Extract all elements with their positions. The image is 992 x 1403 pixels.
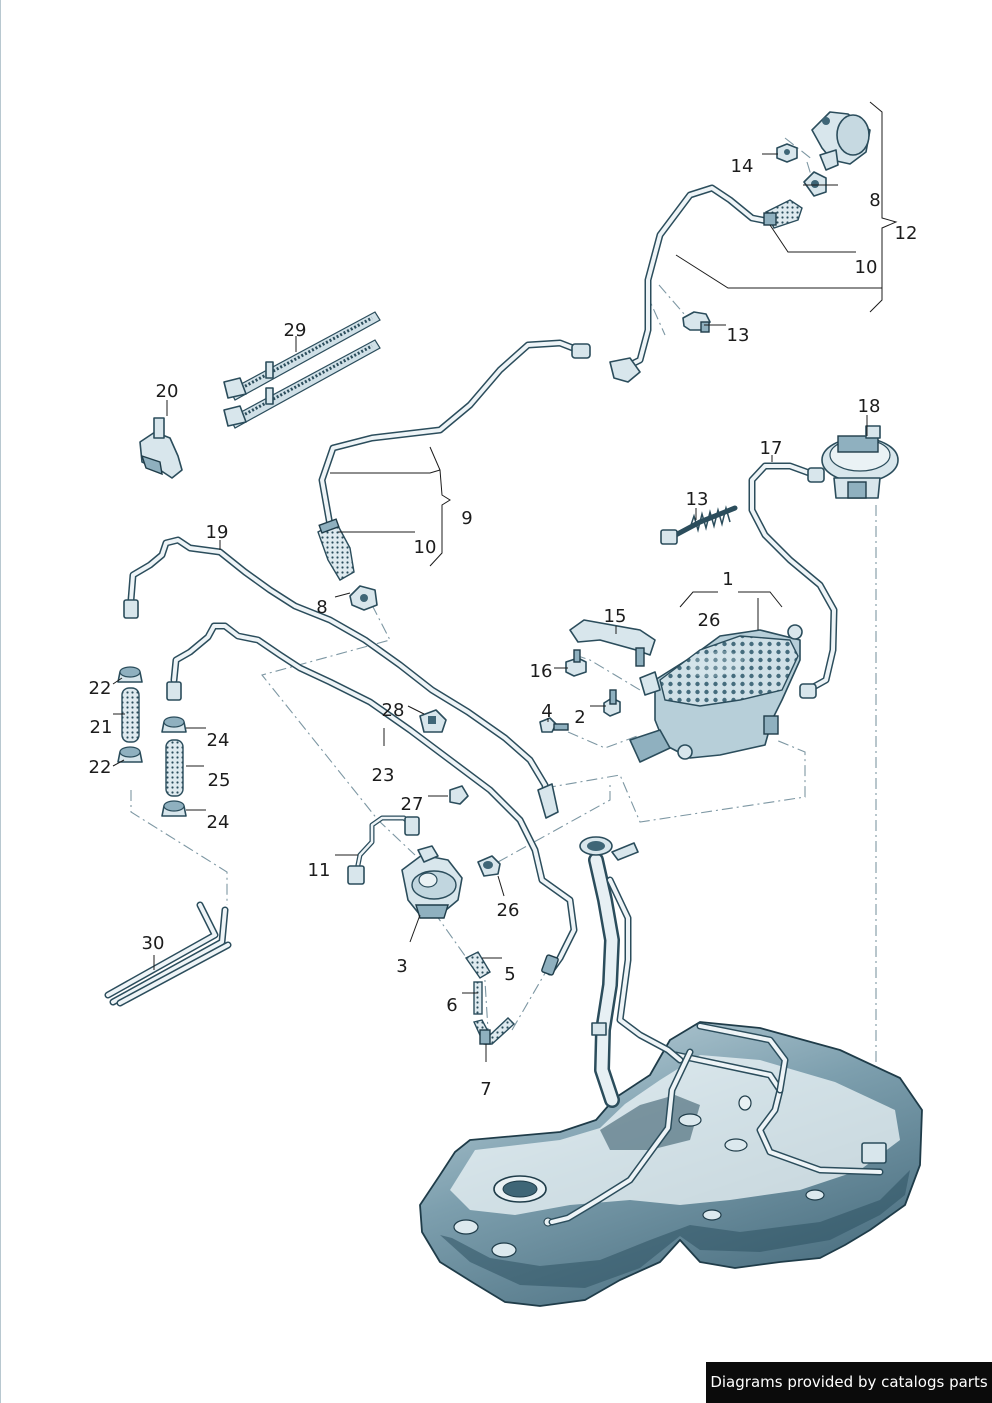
callout-17: 17 [760, 438, 783, 459]
fuel-tank [419, 1021, 923, 1307]
callout-21: 21 [90, 717, 113, 738]
callout-9: 9 [461, 508, 472, 529]
fuel-line-23 [166, 622, 578, 976]
callout-24-upper: 24 [207, 730, 230, 751]
callout-6: 6 [446, 995, 457, 1016]
clip-27 [449, 785, 469, 805]
callout-22-lower: 22 [89, 757, 112, 778]
filler-neck [579, 836, 684, 1108]
callout-26-upper: 26 [698, 610, 721, 631]
callout-7: 7 [480, 1079, 491, 1100]
fuel-line-19 [123, 536, 559, 819]
assembly-lines [130, 137, 877, 1150]
callout-3: 3 [396, 956, 407, 977]
callout-8-upper: 8 [869, 190, 880, 211]
callout-23: 23 [372, 765, 395, 786]
leader-lines [112, 101, 898, 1062]
vent-hose-upper [317, 339, 591, 611]
callout-15: 15 [604, 606, 627, 627]
callout-1: 1 [722, 569, 733, 590]
callout-11: 11 [308, 860, 331, 881]
callout-24-lower: 24 [207, 812, 230, 833]
callout-13-upper: 13 [727, 325, 750, 346]
cable-ties-29 [223, 311, 381, 429]
holder-28 [419, 709, 447, 733]
callout-19: 19 [206, 522, 229, 543]
callout-10-upper: 10 [855, 257, 878, 278]
grommet-26 [477, 855, 501, 877]
callout-13-lower: 13 [686, 489, 709, 510]
hose-25-group [161, 716, 187, 817]
callout-4: 4 [541, 701, 552, 722]
callout-25: 25 [208, 770, 231, 791]
charcoal-canister [539, 619, 803, 763]
callout-14: 14 [731, 156, 754, 177]
callout-27: 27 [401, 794, 424, 815]
hose-21-group [117, 666, 143, 763]
callout-16: 16 [530, 661, 553, 682]
bracket-20 [139, 417, 183, 479]
vent-line-upper-right [609, 111, 871, 383]
vent-line-17 [748, 462, 838, 699]
callout-10-lower: 10 [414, 537, 437, 558]
callout-26-lower: 26 [497, 900, 520, 921]
sender-unit-18 [821, 425, 899, 499]
callout-28: 28 [382, 700, 405, 721]
callout-5: 5 [504, 964, 515, 985]
callout-20: 20 [156, 381, 179, 402]
footer-credit: Diagrams provided by catalogs parts [706, 1362, 992, 1403]
callout-8-lower: 8 [316, 597, 327, 618]
callout-29: 29 [284, 320, 307, 341]
callout-labels: 1 2 3 4 5 6 7 8 8 9 10 10 11 12 13 13 14… [89, 156, 918, 1100]
callout-22-upper: 22 [89, 678, 112, 699]
lines-30 [104, 901, 232, 1007]
callout-12: 12 [895, 223, 918, 244]
callout-2: 2 [574, 707, 585, 728]
callout-18: 18 [858, 396, 881, 417]
small-hoses [464, 951, 516, 1045]
part-13-wire [660, 505, 738, 545]
callout-30: 30 [142, 933, 165, 954]
leak-detection-pump-3 [347, 815, 463, 919]
